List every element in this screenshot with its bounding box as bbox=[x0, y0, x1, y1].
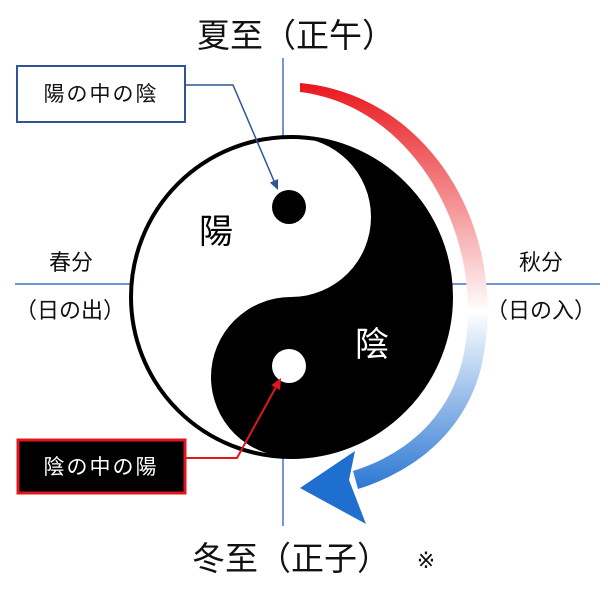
yin-dot bbox=[272, 190, 306, 224]
symbol-outline bbox=[129, 135, 453, 459]
winter-solstice-label: 冬至（正子） bbox=[192, 539, 390, 578]
yin-within-yang-box bbox=[16, 65, 186, 123]
summer-solstice-label: 夏至（正午） bbox=[197, 16, 395, 55]
yin-region bbox=[211, 137, 451, 457]
yang-within-yin-leader bbox=[185, 387, 277, 459]
yin-label: 陰 bbox=[355, 325, 389, 365]
autumn-equinox-label: 秋分 bbox=[519, 251, 563, 276]
yin-within-yang-leader bbox=[185, 84, 275, 182]
yang-within-yin-label: 陰の中の陽 bbox=[44, 455, 159, 479]
yang-within-yin-arrowhead bbox=[271, 378, 281, 390]
clockwise-arrow-head bbox=[300, 451, 366, 524]
yin-within-yang-arrowhead bbox=[269, 179, 279, 190]
yang-dot bbox=[272, 349, 306, 383]
spring-equinox-label: 春分 bbox=[49, 251, 93, 276]
yang-within-yin-box bbox=[16, 438, 187, 495]
clockwise-arrow-band bbox=[300, 83, 488, 489]
sunrise-label: （日の出） bbox=[15, 299, 125, 324]
note-mark: ※ bbox=[417, 549, 435, 574]
yin-within-yang-label: 陽の中の陰 bbox=[44, 82, 159, 106]
sunset-label: （日の入） bbox=[486, 299, 596, 324]
yang-label: 陽 bbox=[199, 212, 233, 252]
